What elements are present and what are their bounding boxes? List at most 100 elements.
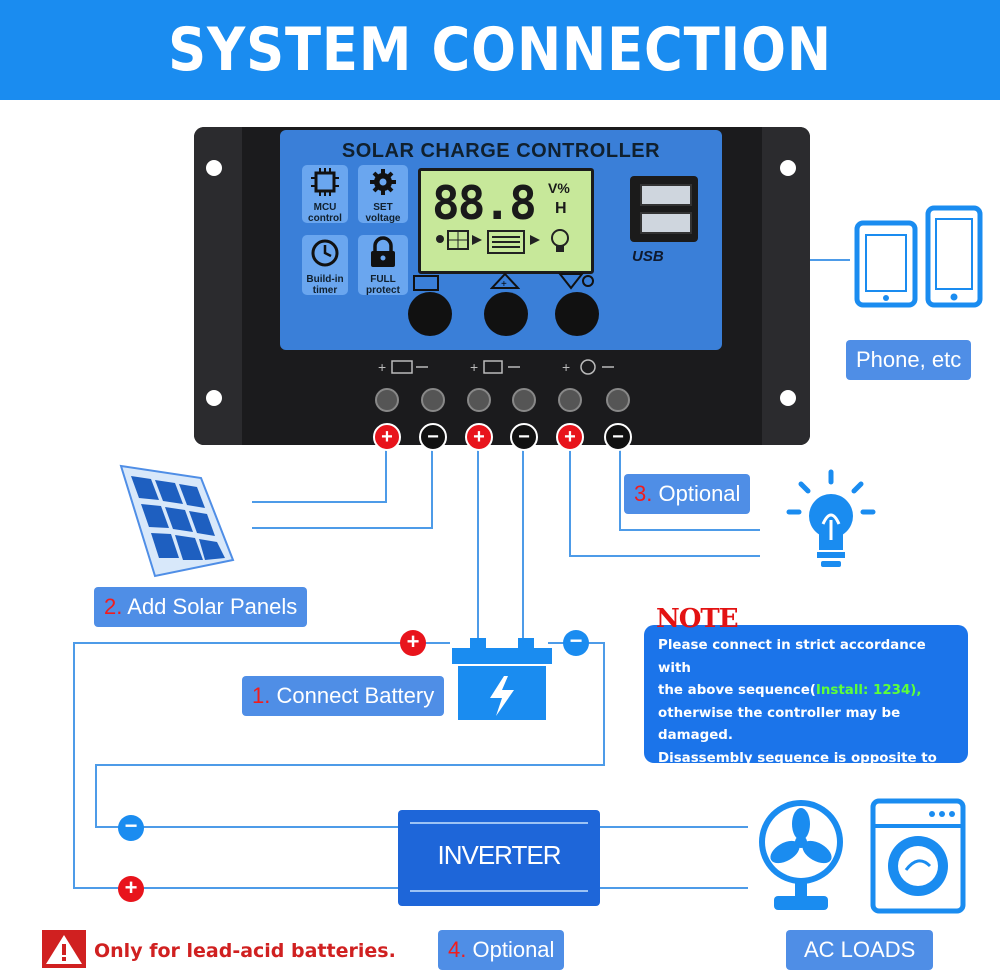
inverter-stripe	[410, 890, 588, 892]
battery-positive-marker: +	[400, 630, 426, 656]
note-highlight: Install: 1234),	[815, 683, 922, 698]
terminal-screw[interactable]	[467, 388, 491, 412]
step-number: 1.	[252, 683, 271, 708]
load-symbol-icon	[580, 359, 596, 375]
inverter-positive-marker: +	[118, 876, 144, 902]
step-number: 3.	[634, 481, 653, 506]
feature-label: SET voltage	[365, 202, 401, 224]
wire-inverter-negative	[95, 642, 605, 828]
terminal-screw[interactable]	[421, 388, 445, 412]
feature-timer: Build-in timer	[302, 235, 348, 296]
usb-port	[640, 212, 692, 234]
solar-panel-icon	[119, 464, 235, 578]
label-optional-load: 3. Optional	[624, 474, 751, 514]
mount-hole	[206, 160, 222, 176]
gear-icon	[370, 169, 396, 195]
lcd-display	[418, 168, 594, 274]
wire-load-negative	[619, 440, 760, 531]
controller-title: SOLAR CHARGE CONTROLLER	[341, 140, 661, 162]
battery-icon	[487, 230, 525, 254]
terminal-screw[interactable]	[375, 388, 399, 412]
arrow-icon	[530, 235, 540, 245]
down-arrow-icon	[558, 273, 594, 290]
warning-text: Only for lead-acid batteries.	[94, 940, 396, 962]
note-title: NOTE	[656, 604, 739, 634]
note-line-3: otherwise the controller may be damaged.	[658, 705, 901, 744]
svg-text:+: +	[470, 359, 478, 375]
step-number: 4.	[448, 937, 467, 962]
inverter-label: INVERTER	[437, 840, 562, 870]
solar-symbol-icon	[391, 360, 413, 374]
feature-full-protect: FULL protect	[358, 235, 408, 296]
battery-symbol-icon	[483, 360, 503, 374]
lcd-flow-icons	[436, 229, 569, 254]
feature-set-voltage: SET voltage	[358, 165, 408, 224]
svg-text:+: +	[501, 279, 507, 290]
battery-icon	[452, 638, 552, 720]
control-button-menu[interactable]	[408, 292, 452, 336]
terminal-screw[interactable]	[558, 388, 582, 412]
up-arrow-icon: +	[490, 272, 520, 290]
bulb-icon	[551, 229, 569, 252]
note-line-5: wiring sequence.	[658, 773, 787, 788]
header-banner	[0, 0, 1000, 100]
mount-hole	[780, 390, 796, 406]
terminal-screw[interactable]	[512, 388, 536, 412]
note-box: Please connect in strict accordance with…	[644, 625, 968, 788]
light-bulb-icon	[786, 469, 876, 567]
terminal-screw[interactable]	[606, 388, 630, 412]
arrow-icon	[472, 235, 482, 245]
svg-text:+: +	[378, 359, 386, 375]
svg-text:+: +	[562, 359, 570, 375]
usb-label: USB	[632, 248, 664, 265]
clock-icon	[311, 239, 339, 267]
menu-icon	[413, 275, 439, 291]
feature-mcu-control: MCU control	[302, 165, 348, 224]
label-phone: Phone, etc	[846, 340, 972, 380]
feature-label: Build-in timer	[306, 274, 344, 296]
battery-negative-marker: −	[563, 630, 589, 656]
warning-icon	[42, 930, 86, 968]
wire-solar-negative	[252, 440, 433, 529]
feature-label: MCU control	[308, 202, 342, 224]
step-text: Connect Battery	[276, 683, 435, 708]
terminal-negative-marker: −	[419, 423, 447, 451]
wire-solar-positive	[252, 440, 387, 503]
label-optional-inverter: 4. Optional	[438, 930, 565, 970]
inverter-negative-marker: −	[118, 815, 144, 841]
wire-inverter-positive	[73, 642, 450, 889]
mount-hole	[780, 160, 796, 176]
lcd-unit-bottom: H	[555, 200, 567, 217]
terminal-symbols: + + +	[378, 359, 614, 375]
chip-icon	[311, 168, 339, 196]
feature-label: FULL protect	[366, 274, 400, 296]
lcd-unit-top: V%	[548, 180, 570, 196]
step-text: Add Solar Panels	[127, 594, 298, 619]
inverter-stripe	[410, 822, 588, 824]
step-text: Optional	[658, 481, 741, 506]
lock-icon	[371, 236, 395, 267]
note-line-2: the above sequence(Install: 1234),	[658, 683, 922, 698]
label-solar: 2. Add Solar Panels	[94, 587, 308, 627]
usb-port	[640, 184, 692, 206]
step-number: 2.	[104, 594, 123, 619]
note-line-1: Please connect in strict accordance with	[658, 638, 926, 676]
terminal-negative-marker: −	[510, 423, 538, 451]
note-line-4: Disassembly sequence is opposite to	[658, 750, 937, 766]
fan-icon	[759, 800, 843, 910]
mount-hole	[206, 390, 222, 406]
terminal-negative-marker: −	[604, 423, 632, 451]
label-ac-loads: AC LOADS	[786, 930, 934, 970]
terminal-positive-marker: +	[556, 423, 584, 451]
terminal-positive-marker: +	[465, 423, 493, 451]
wire-load-positive	[569, 440, 760, 557]
phone-tablet-icon	[854, 205, 983, 308]
step-text: Optional	[472, 937, 555, 962]
lcd-digits: 88.8	[432, 176, 537, 230]
control-button-up[interactable]	[484, 292, 528, 336]
control-button-down[interactable]	[555, 292, 599, 336]
sun-panel-icon	[436, 230, 469, 250]
washing-machine-icon	[870, 798, 966, 914]
label-battery: 1. Connect Battery	[242, 676, 445, 716]
